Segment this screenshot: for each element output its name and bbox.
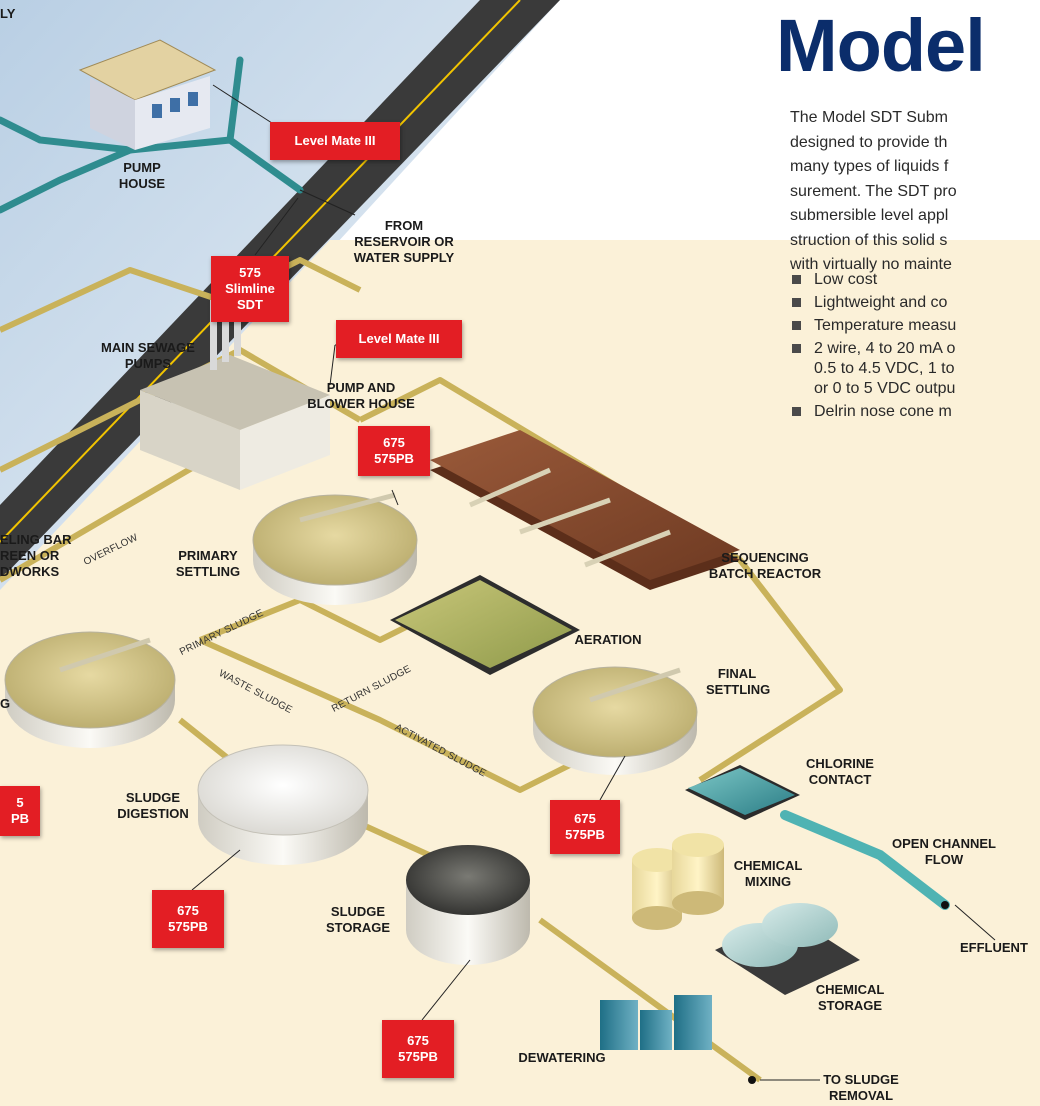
- sequencing-batch-reactor: [430, 430, 740, 590]
- tag-level-mate-blower-house: Level Mate III: [336, 320, 462, 358]
- feature-item: Lightweight and co: [790, 293, 1040, 313]
- page-title: Model: [776, 4, 986, 87]
- tag-level-mate-pump-house: Level Mate III: [270, 122, 400, 160]
- sludge-storage-tank: [406, 845, 530, 965]
- description-line: with virtually no mainte: [790, 256, 952, 273]
- aeration-basin: [390, 575, 580, 675]
- square-bullet-icon: [792, 407, 801, 416]
- description-line: The Model SDT Subm: [790, 109, 948, 126]
- chlorine-contact-basin: [685, 765, 950, 910]
- feature-item: Temperature measu: [790, 316, 1040, 336]
- sludge-removal-pipe-end: [748, 1076, 756, 1084]
- label-supply-partial: LY: [0, 6, 16, 21]
- final-settling-tank: [532, 666, 698, 775]
- sludge-digestion-tank: [197, 744, 369, 865]
- description-line: many types of liquids f: [790, 158, 949, 175]
- square-bullet-icon: [792, 344, 801, 353]
- label-settling-partial: G: [0, 696, 11, 711]
- square-bullet-icon: [792, 321, 801, 330]
- label-dewatering: DEWATERING: [518, 1050, 606, 1065]
- description-line: struction of this solid s: [790, 231, 948, 249]
- dewatering-equipment: [600, 995, 712, 1050]
- leader-lines: [191, 84, 996, 1081]
- label-effluent: EFFLUENT: [960, 940, 1028, 955]
- square-bullet-icon: [792, 298, 801, 307]
- product-description: The Model SDT Subm designed to provide t…: [790, 106, 1040, 278]
- label-aeration: AERATION: [574, 632, 642, 647]
- description-line: submersible level appl: [790, 207, 949, 224]
- square-bullet-icon: [792, 275, 801, 284]
- chemical-mixing-tanks: [632, 833, 724, 930]
- feature-list: Low cost Lightweight and co Temperature …: [790, 270, 1040, 425]
- feature-item: Low cost: [790, 270, 1040, 290]
- pump-house-building: [78, 39, 217, 150]
- chemical-storage-tanks: [715, 903, 860, 995]
- description-line: designed to provide th: [790, 133, 948, 151]
- feature-item: Delrin nose cone m: [790, 402, 1040, 422]
- water-supply-pipes: [0, 56, 304, 214]
- description-line: surement. The SDT pro: [790, 182, 957, 200]
- primary-settling-tank: [252, 492, 418, 605]
- left-settling-tank: [4, 631, 176, 748]
